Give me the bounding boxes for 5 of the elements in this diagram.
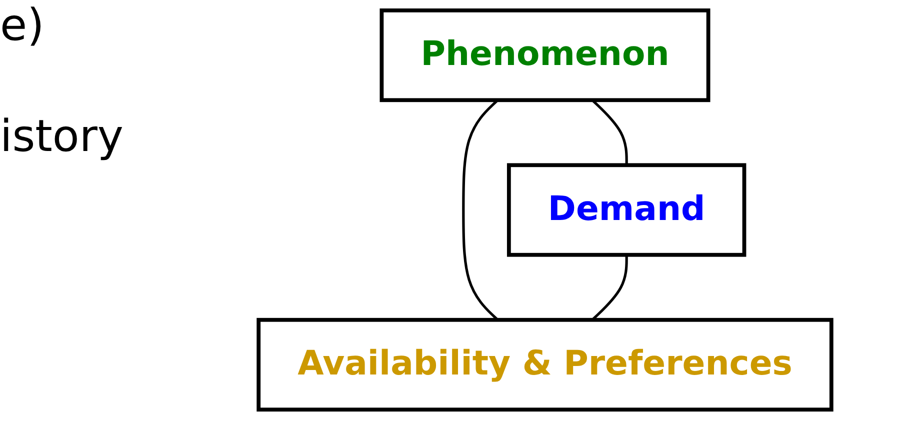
node-box: Availability & Preferences: [256, 318, 834, 412]
slide-text: e): [0, 0, 44, 51]
node-box: Demand: [506, 163, 746, 257]
slide-text: istory: [0, 111, 124, 162]
node-box: Phenomenon: [380, 8, 710, 102]
